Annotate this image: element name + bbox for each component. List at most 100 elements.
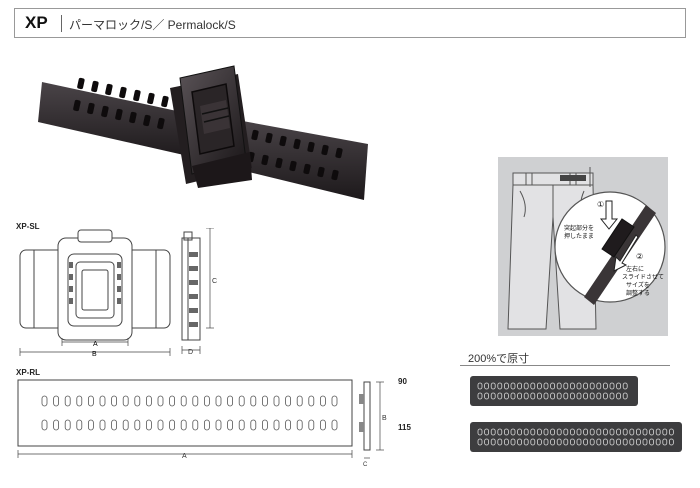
strap-hole	[635, 438, 641, 446]
strap-hole	[556, 392, 562, 400]
strap-hole	[510, 382, 516, 390]
strap-hole	[570, 428, 575, 436]
strap-hole	[517, 392, 522, 400]
step2-text-line2: スライドさせて	[622, 274, 664, 281]
dim-c-rl-label: C	[363, 462, 368, 468]
strap-hole	[609, 438, 615, 446]
strap-hole	[655, 438, 661, 446]
strap-hole	[596, 428, 602, 436]
strap-hole	[227, 395, 234, 407]
strap-hole	[517, 438, 522, 446]
strap-hole	[504, 438, 509, 446]
strap-hole	[523, 428, 529, 436]
step2-text-line3: サイズを	[626, 281, 650, 289]
strap-hole	[622, 382, 628, 390]
strap-hole	[668, 428, 674, 436]
step1-number: ①	[597, 200, 604, 209]
strap-hole	[490, 428, 496, 436]
strap-hole	[543, 438, 549, 446]
strap-hole	[215, 395, 222, 407]
strap-hole	[556, 382, 562, 390]
strap-hole	[668, 438, 674, 446]
strap-hole	[111, 395, 117, 407]
strap-hole	[589, 428, 595, 436]
strap-hole	[596, 392, 602, 400]
strap-hole	[530, 392, 536, 400]
strap-hole	[583, 382, 588, 390]
strap-hole	[609, 392, 615, 400]
strap-hole	[477, 438, 483, 446]
strap-outline	[17, 379, 353, 447]
strap-hole	[308, 419, 315, 431]
strap-hole	[662, 428, 668, 436]
size-115-label: 115	[398, 423, 411, 432]
strap-hole	[484, 392, 490, 400]
strap-hole	[180, 419, 187, 431]
strap-hole	[563, 438, 569, 446]
strap-hole	[273, 419, 280, 431]
dim-b-label: B	[92, 351, 97, 358]
strap-hole	[64, 395, 71, 407]
strap-hole	[602, 438, 608, 446]
strap-hole	[99, 395, 106, 407]
strap-hole	[556, 428, 562, 436]
strap-hole	[53, 419, 59, 431]
strap-hole	[530, 428, 536, 436]
strap-hole	[550, 382, 555, 390]
strap-hole	[238, 395, 245, 407]
strap-hole	[537, 428, 542, 436]
xp-sl-label: XP-SL	[16, 222, 40, 231]
header-divider	[61, 15, 62, 32]
strap-hole	[602, 382, 608, 390]
strap-hole	[169, 419, 176, 431]
waist-strap	[560, 175, 586, 181]
strap-hole	[145, 419, 152, 431]
product-title: パーマロック/S／ Permalock/S	[69, 18, 236, 32]
strap-hole	[589, 438, 595, 446]
step2-text-line1: 左右に	[626, 265, 644, 273]
dim-d-label: D	[188, 349, 193, 356]
strap-hole	[622, 428, 628, 436]
slide-arrow-icon	[613, 234, 639, 272]
strap-hole	[157, 419, 164, 431]
strap-hole	[523, 392, 529, 400]
strap-hole	[192, 419, 199, 431]
strap-hole	[655, 428, 661, 436]
step2-text-line4: 調整する	[626, 289, 650, 297]
strap-hole	[203, 395, 210, 407]
strap-hole	[41, 419, 48, 431]
strap-hole	[296, 419, 303, 431]
strap-hole	[589, 382, 595, 390]
strap-hole	[570, 382, 575, 390]
strap-hole	[88, 419, 94, 431]
scale-rule	[460, 365, 670, 366]
strap-hole	[543, 428, 549, 436]
strap-hole	[88, 395, 94, 407]
strap-hole	[510, 392, 516, 400]
strap-hole	[99, 419, 106, 431]
strap-hole	[484, 382, 490, 390]
strap-hole	[609, 382, 615, 390]
scale-note: 200%で原寸	[468, 353, 530, 365]
strap-hole	[477, 428, 483, 436]
strap-hole	[609, 428, 615, 436]
product-photo	[38, 65, 368, 200]
strap-hole	[543, 382, 549, 390]
strap-hole	[227, 419, 234, 431]
strap-hole	[563, 382, 569, 390]
strap-hole	[583, 428, 588, 436]
strap-hole	[589, 392, 595, 400]
strap-hole	[543, 392, 549, 400]
strap-hole	[484, 428, 490, 436]
strap-hole	[250, 419, 257, 431]
dim-a-rl-label: A	[182, 453, 187, 460]
strap-hole	[134, 419, 141, 431]
buckle	[170, 65, 252, 188]
strap-hole	[649, 438, 655, 446]
strap-hole	[53, 395, 59, 407]
strap-hole	[616, 438, 622, 446]
strap-hole	[490, 438, 496, 446]
dim-c-label: C	[212, 278, 217, 285]
strap-hole	[510, 438, 516, 446]
strap-hole	[530, 438, 536, 446]
